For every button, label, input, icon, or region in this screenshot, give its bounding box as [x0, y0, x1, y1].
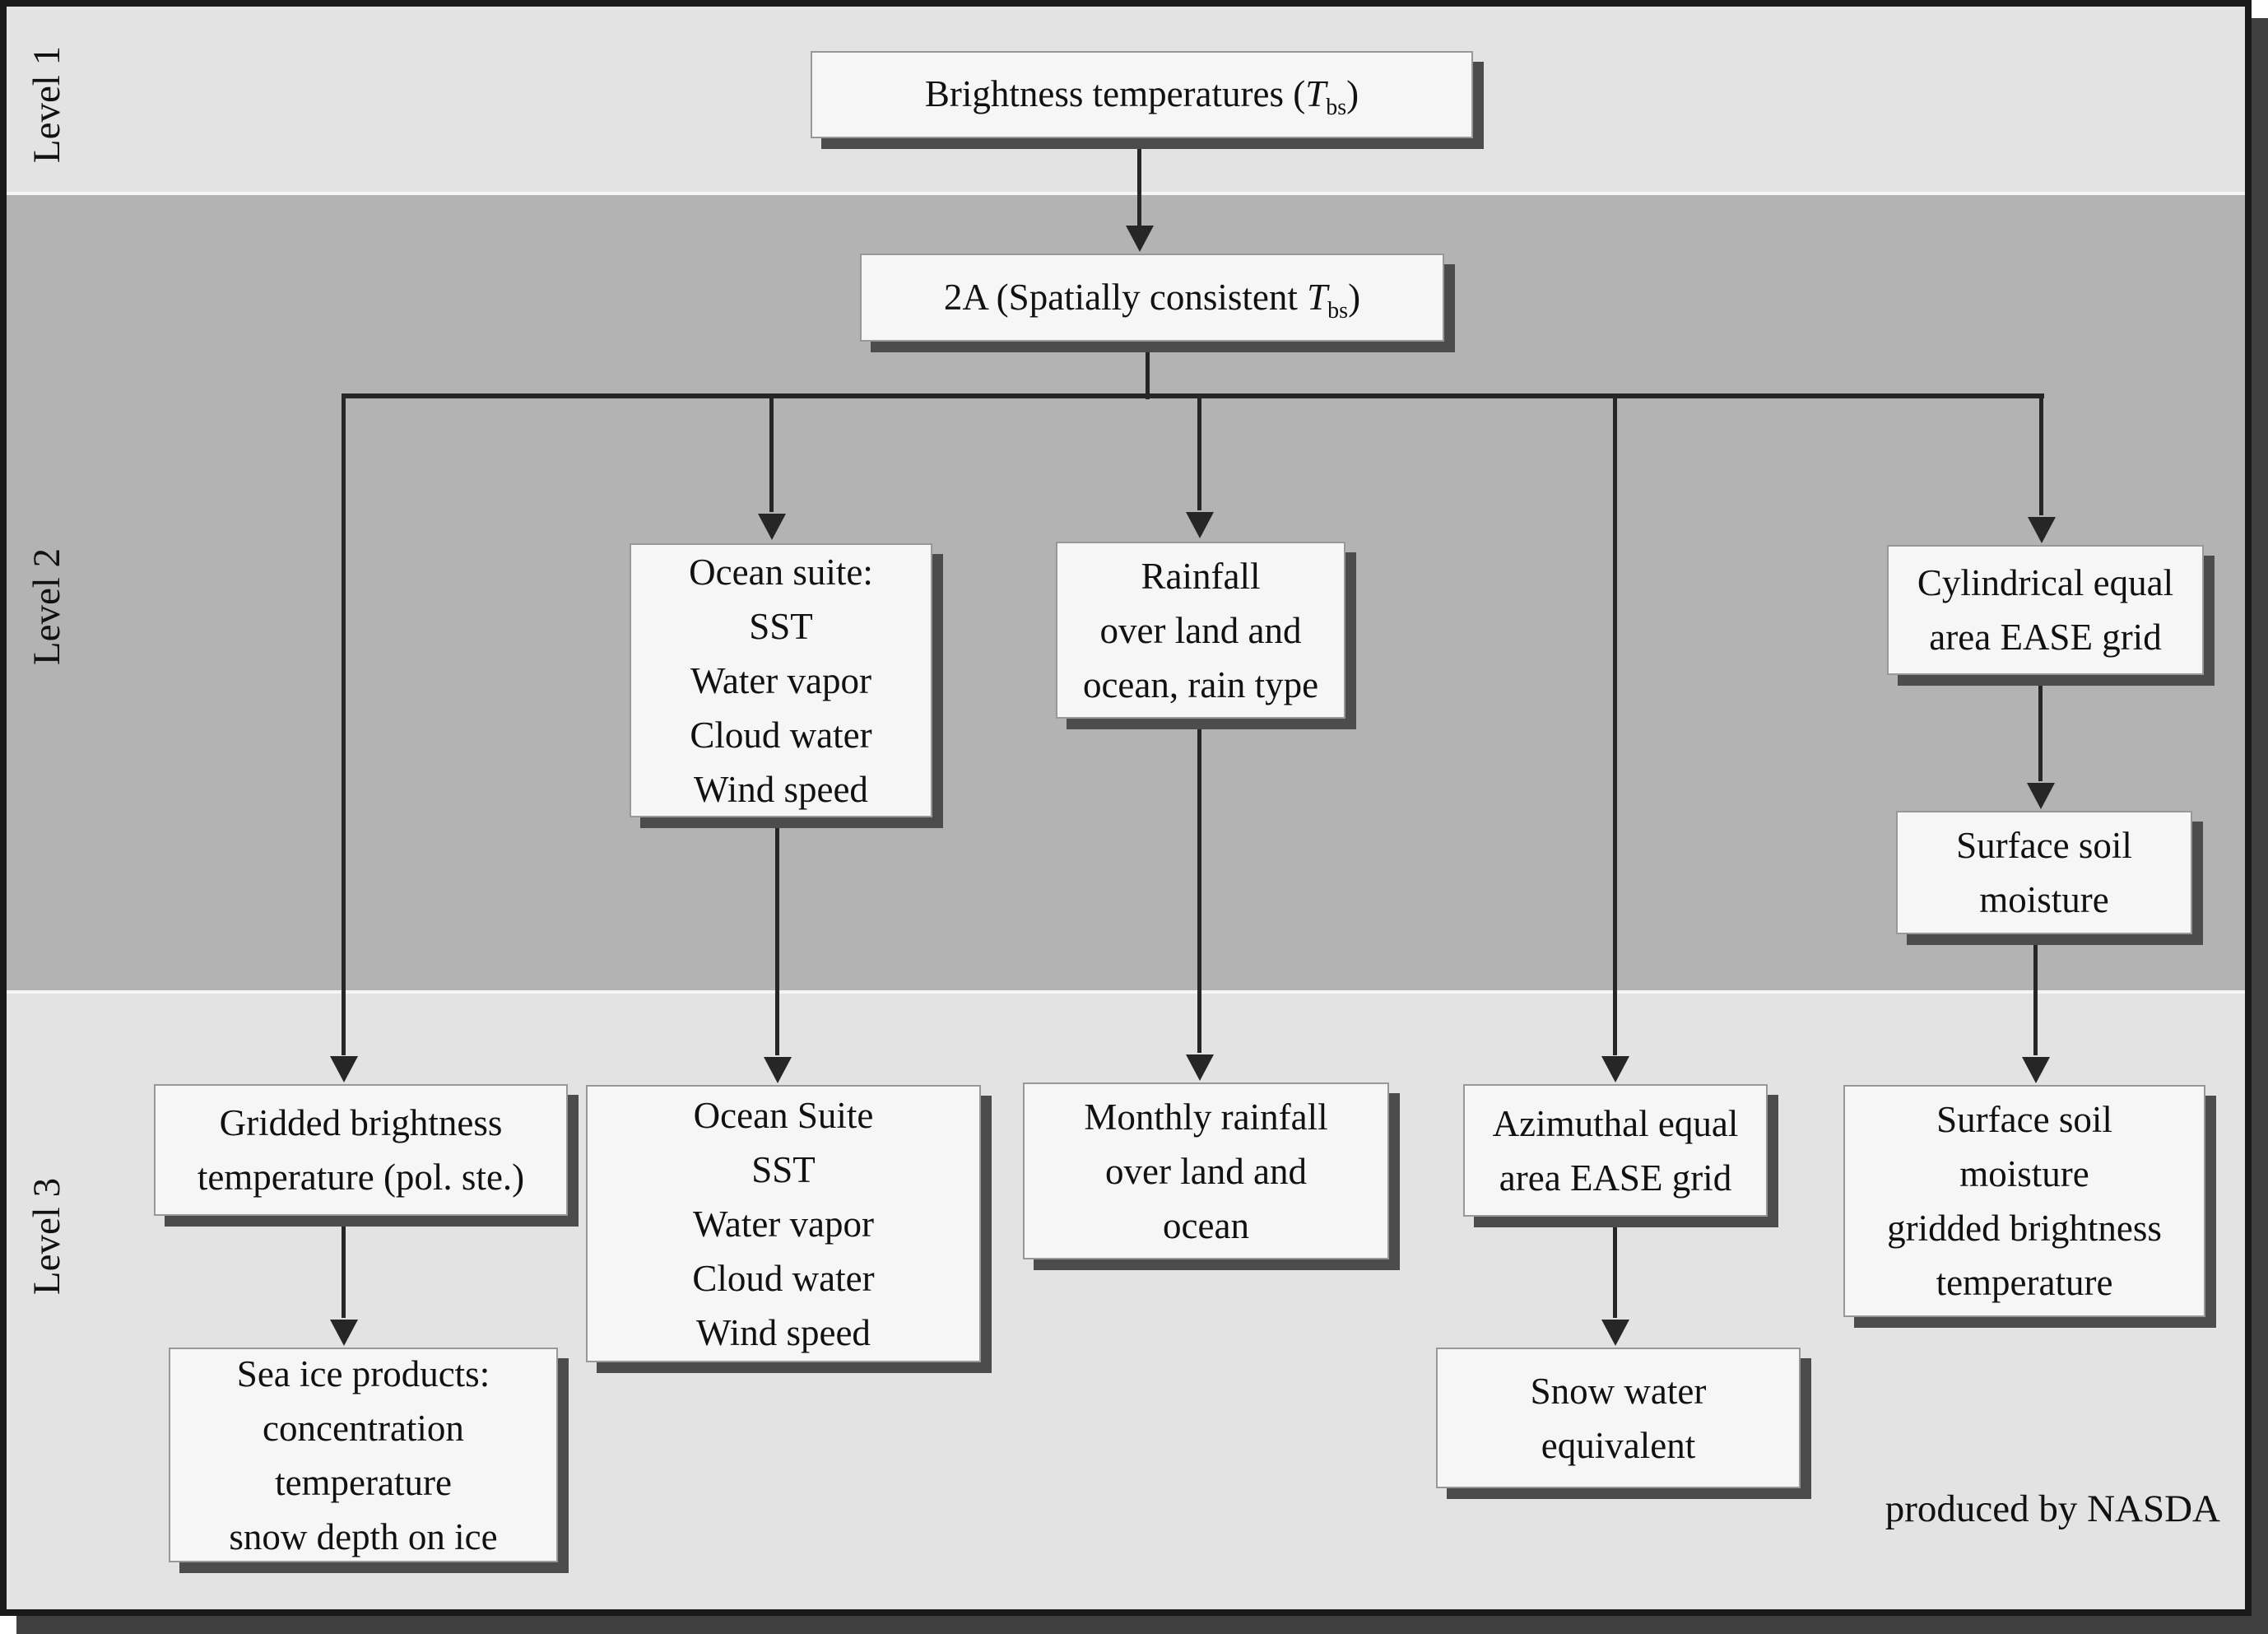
- node-azimuthal-ease-grid: Azimuthal equal area EASE grid: [1463, 1084, 1768, 1217]
- arrowhead-to-snow: [1601, 1320, 1629, 1346]
- node-line: Water vapor: [690, 659, 871, 701]
- node-line: Cloud water: [692, 1257, 875, 1299]
- node-line: moisture: [1979, 879, 2109, 920]
- node-line: Monthly rainfall: [1084, 1096, 1328, 1138]
- node-line: Ocean Suite: [693, 1094, 874, 1136]
- node-line: Surface soil: [1936, 1099, 2112, 1140]
- node-line: SST: [751, 1148, 816, 1190]
- connector-cylindrical-to-soil: [2038, 675, 2043, 781]
- connector-branch-to-ocean-suite: [769, 393, 774, 512]
- arrowhead-to-2a: [1126, 226, 1154, 252]
- node-monthly-rainfall: Monthly rainfall over land and ocean: [1023, 1082, 1389, 1259]
- node-line: over land and: [1105, 1150, 1307, 1192]
- arrowhead-to-monthly: [1186, 1054, 1214, 1081]
- node-line: Gridded brightness: [219, 1102, 503, 1143]
- level-3-label: Level 3: [26, 1177, 68, 1296]
- node-line: Ocean suite:: [689, 551, 873, 593]
- node-line: Rainfall: [1141, 555, 1261, 597]
- arrowhead-to-cylindrical: [2028, 517, 2056, 543]
- node-sea-ice-products: Sea ice products: concentration temperat…: [169, 1348, 558, 1562]
- produced-by-credit: produced by NASDA: [1885, 1487, 2220, 1530]
- node-line: area EASE grid: [1499, 1157, 1732, 1199]
- node-surface-soil-moisture-gridded: Surface soil moisture gridded brightness…: [1843, 1085, 2205, 1317]
- node-line: temperature: [1936, 1262, 2113, 1303]
- node-cylindrical-ease-grid: Cylindrical equal area EASE grid: [1887, 545, 2204, 675]
- node-line: SST: [749, 605, 813, 647]
- node-line: Wind speed: [696, 1311, 871, 1353]
- node-snow-water-equivalent: Snow water equivalent: [1436, 1348, 1801, 1488]
- node-line: temperature: [275, 1461, 452, 1503]
- node-surface-soil-moisture-level2: Surface soil moisture: [1896, 811, 2192, 934]
- connector-branch-to-gridded: [342, 393, 346, 1055]
- node-line: area EASE grid: [1929, 617, 2162, 658]
- arrowhead-to-ocean-suite: [758, 514, 786, 540]
- node-rainfall-level2: Rainfall over land and ocean, rain type: [1056, 542, 1345, 719]
- node-line: moisture: [1959, 1153, 2089, 1194]
- node-line: equivalent: [1541, 1424, 1696, 1466]
- connector-soil-to-soilgrid: [2033, 934, 2038, 1055]
- connector-branch-to-rainfall: [1197, 393, 1201, 510]
- arrowhead-to-gridded: [330, 1056, 358, 1082]
- node-line: snow depth on ice: [229, 1515, 498, 1557]
- node-line: over land and: [1099, 609, 1302, 651]
- connector-2a-to-branch: [1146, 342, 1150, 399]
- connector-ocean-suite-to-ocean3: [775, 817, 779, 1055]
- connector-azimuthal-to-snow: [1613, 1217, 1617, 1318]
- node-line: Cloud water: [690, 714, 872, 756]
- node-label: 2A (Spatially consistent Tbs): [943, 276, 1361, 324]
- arrowhead-to-soilgrid: [2022, 1057, 2050, 1083]
- node-line: concentration: [263, 1407, 464, 1449]
- connector-branch-to-azimuthal: [1613, 393, 1617, 1055]
- node-line: Water vapor: [692, 1203, 874, 1245]
- connector-gridded-to-seaice: [342, 1216, 346, 1318]
- node-line: Wind speed: [694, 768, 868, 810]
- level-2-label: Level 2: [26, 547, 68, 666]
- node-line: gridded brightness: [1887, 1208, 2162, 1249]
- arrowhead-to-rainfall: [1186, 512, 1214, 538]
- node-gridded-brightness-temperature: Gridded brightness temperature (pol. ste…: [154, 1084, 568, 1216]
- node-line: ocean, rain type: [1082, 663, 1319, 705]
- branch-horizontal-line: [344, 393, 2044, 398]
- arrowhead-to-seaice: [330, 1320, 358, 1346]
- connector-branch-to-cylindrical: [2039, 393, 2043, 515]
- node-line: Cylindrical equal: [1917, 562, 2174, 603]
- arrowhead-to-ocean3: [764, 1057, 792, 1083]
- node-line: Surface soil: [1956, 825, 2132, 866]
- node-ocean-suite-level3: Ocean Suite SST Water vapor Cloud water …: [586, 1085, 981, 1362]
- node-line: Sea ice products:: [236, 1352, 490, 1394]
- node-line: Snow water: [1530, 1370, 1707, 1412]
- node-label: Brightness temperatures (Tbs): [924, 73, 1359, 121]
- node-2a-spatially-consistent: 2A (Spatially consistent Tbs): [860, 254, 1444, 342]
- node-line: ocean: [1163, 1204, 1249, 1246]
- arrowhead-to-azimuthal: [1601, 1056, 1629, 1082]
- node-line: temperature (pol. ste.): [197, 1157, 525, 1198]
- node-line: Azimuthal equal: [1492, 1102, 1739, 1144]
- connector-brightness-to-2a: [1137, 138, 1141, 229]
- arrowhead-to-soil: [2027, 783, 2055, 809]
- node-ocean-suite-level2: Ocean suite: SST Water vapor Cloud water…: [630, 543, 932, 817]
- node-brightness-temperatures: Brightness temperatures (Tbs): [811, 51, 1473, 138]
- level-1-label: Level 1: [26, 45, 68, 164]
- connector-rainfall-to-monthly: [1197, 719, 1201, 1053]
